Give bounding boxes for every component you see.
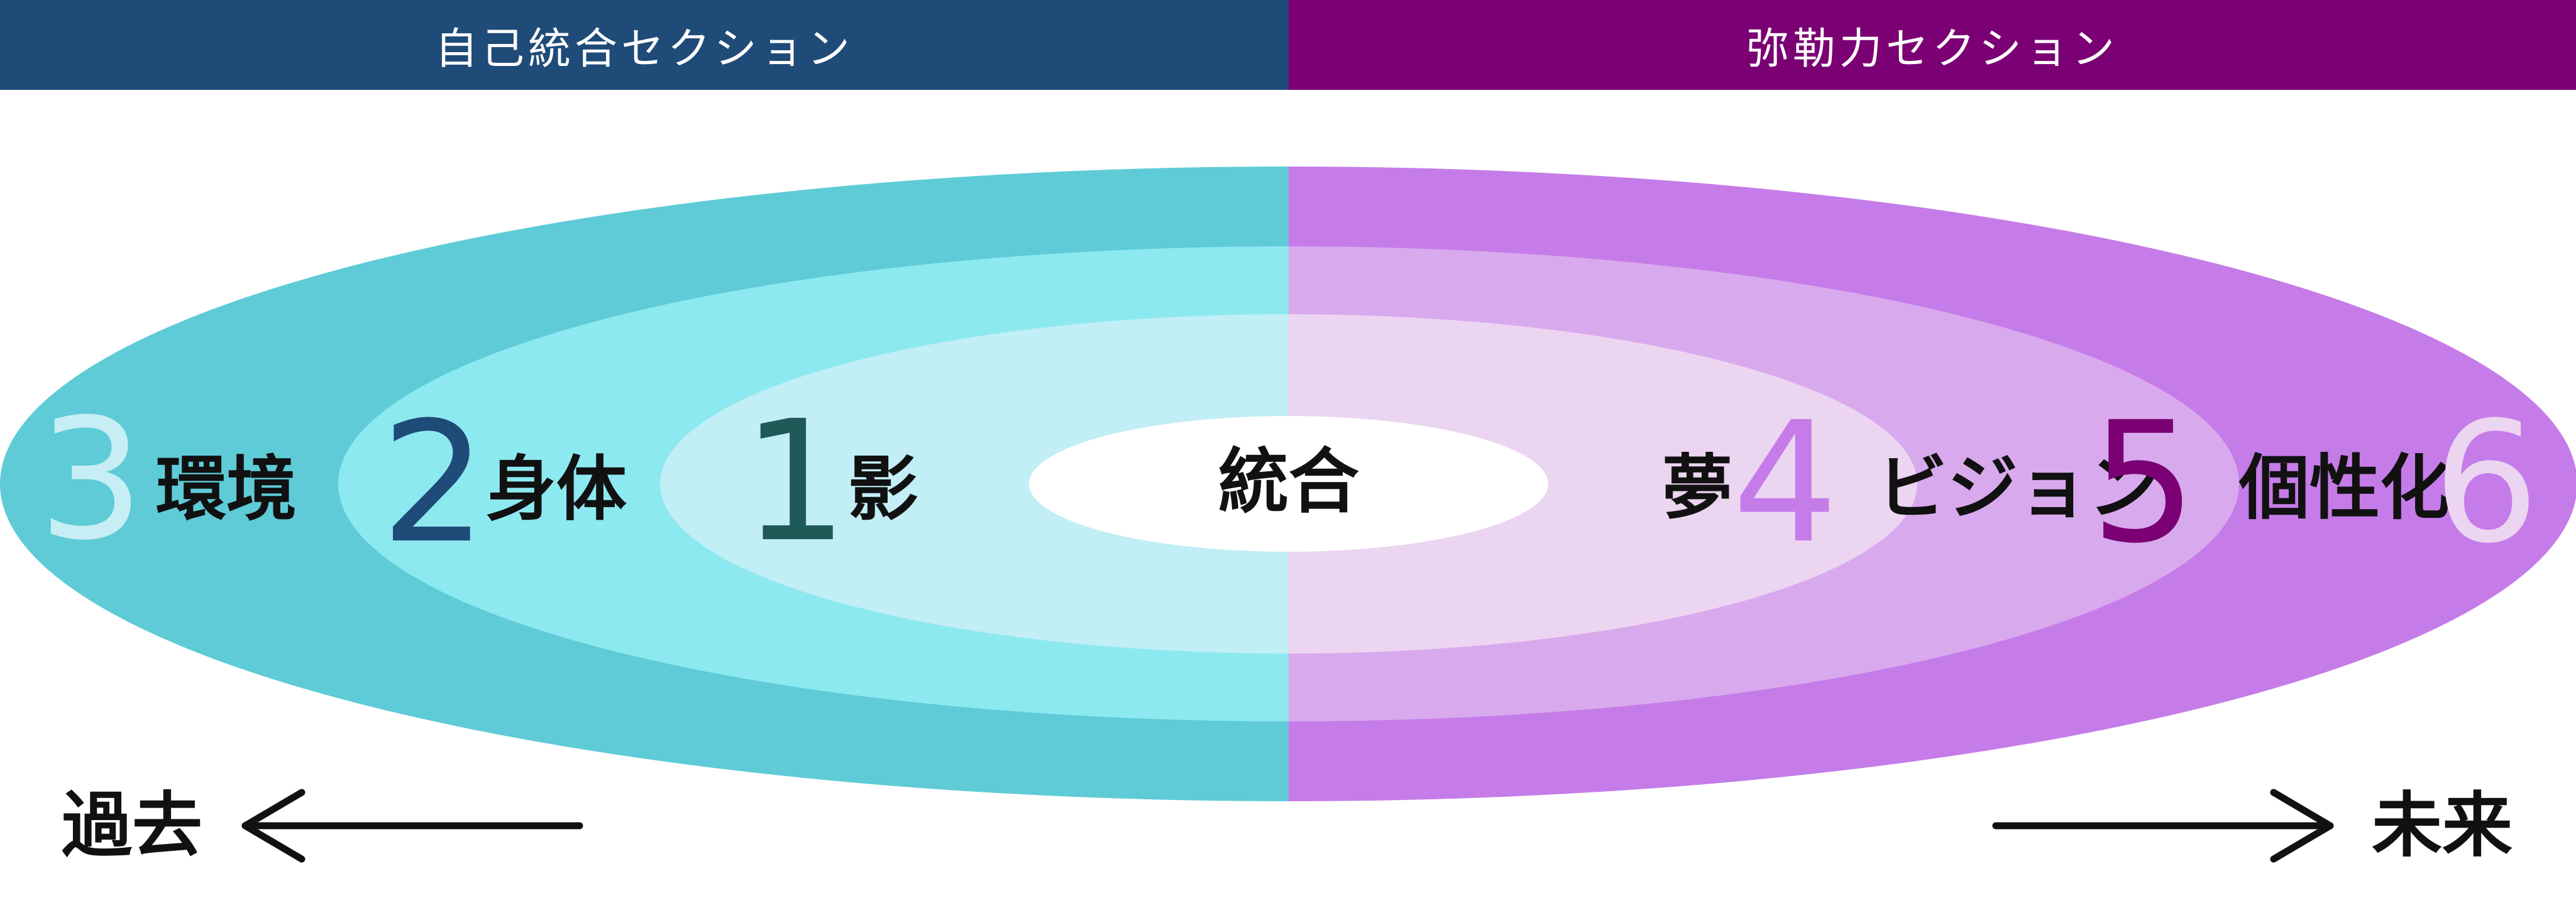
ring-label-body: 身体: [486, 449, 627, 530]
ring-number-5: 5: [2091, 386, 2197, 580]
ring-label-shadow: 影: [848, 449, 918, 530]
right-arrow-icon: [1992, 789, 2334, 863]
ring-number-1: 1: [742, 385, 849, 579]
ring-4-right: [1289, 314, 1917, 654]
center-ellipse: [1029, 416, 1548, 552]
ring-number-2: 2: [381, 386, 487, 580]
section-header-miroku-power-label: 弥勒力セクション: [1746, 25, 2118, 74]
section-header-miroku-power: 弥勒力セクション: [1289, 0, 2576, 90]
section-header-self-integration-label: 自己統合セクション: [434, 25, 854, 74]
timeline-past-label: 過去: [62, 785, 202, 867]
ring-label-environment: 環境: [156, 449, 297, 530]
left-arrow-icon: [241, 789, 583, 863]
ring-number-4: 4: [1732, 386, 1839, 580]
ring-number-6: 6: [2433, 386, 2540, 580]
ring-label-individuation: 個性化: [2238, 447, 2450, 529]
center-label: 統合: [1218, 441, 1359, 523]
section-header-self-integration: 自己統合セクション: [0, 0, 1289, 90]
timeline-future-label: 未来: [2372, 785, 2513, 867]
ring-1-left: [660, 314, 1289, 654]
ring-number-3: 3: [38, 383, 145, 577]
ring-label-dream: 夢: [1662, 447, 1732, 529]
ring-label-vision: ビジョン: [1877, 447, 2159, 529]
